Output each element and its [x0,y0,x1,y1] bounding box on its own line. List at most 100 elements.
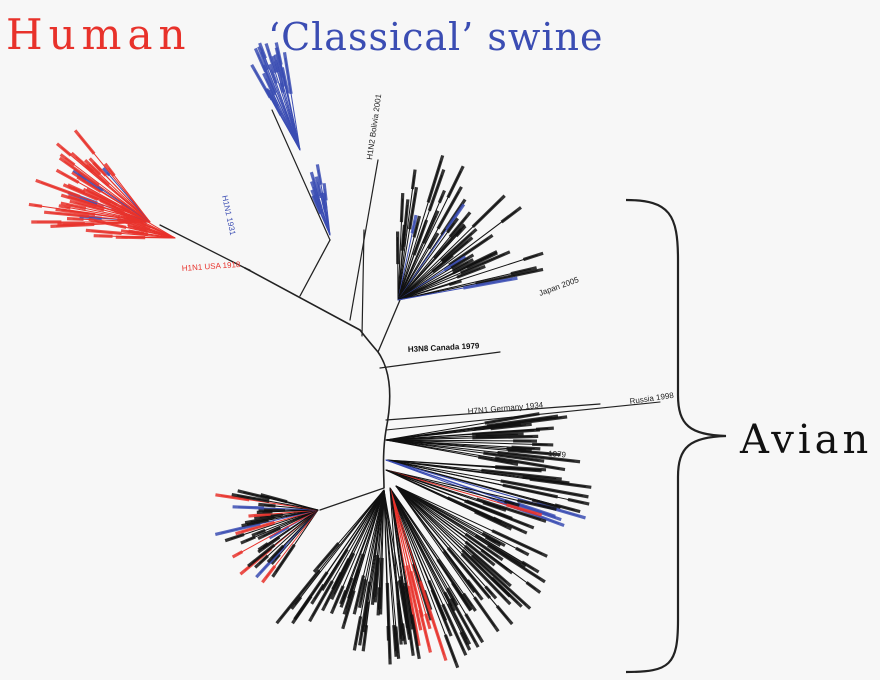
avian-fan-upper-leaf-label [446,217,459,234]
avian-fan-lower-leaf-label [293,571,329,621]
avian-fan-lower-leaf-label [373,557,381,603]
avian-fan-lower-left-leaf-label [253,512,283,520]
human-fan-upper-leaf-label [35,178,81,198]
avian-fan-lower-right-leaf-label [403,582,415,630]
avian-fan-mid-low2-leaf-label [482,501,507,512]
human-fan-upper-leaf-label [83,159,102,176]
avian-fan-lower-far-right-leaf [395,485,493,595]
avian-fan-upper-leaf-label [436,186,463,230]
avian-fan-lower-leaf [383,489,397,652]
human-fan-lower-leaf-label [99,198,125,214]
human-fan-upper-leaf-label [58,156,100,187]
human-fan-lower-leaf-label [127,222,147,232]
avian-fan-lower-leaf-label [370,554,380,605]
human-fan-upper-leaf-label [69,199,105,212]
avian-fan-lower-leaf-label [352,575,366,615]
avian-fan-mid-low2-leaf-label [517,498,557,511]
avian-fan-lower-left-leaf-label [235,520,275,536]
avian-fan-lower-right-leaf-label [418,609,433,653]
avian-fan-mid-low-leaf-label [500,479,589,499]
clade-fans [28,42,592,669]
avian-fan-lower-leaf-label [385,582,392,665]
human-fan-upper-leaf-label [28,202,43,208]
avian-fan-mid-leaf-label [475,432,524,438]
avian-fan-lower-far-right-leaf-label [521,560,540,574]
avian-fan-mid [385,412,581,472]
avian-fan-lower-left-leaf-label [241,518,269,528]
avian-fan-lower-leaf-label [376,587,382,616]
avian-fan-mid-leaf-label [483,451,545,463]
avian-fan-mid-low2-leaf [385,469,515,505]
avian-fan-lower-left-leaf-label [266,544,285,564]
avian-fan-upper-leaf-label [448,279,462,287]
human-fan-upper-leaf-label [55,207,96,217]
avian-fan-lower-leaf-label [330,552,356,600]
avian-fan-lower-left-leaf-label [240,535,256,545]
avian-fan-lower-right-leaf [389,487,481,638]
avian-fan-lower-far-right-leaf-label [463,544,512,588]
avian-fan-lower-left [214,489,319,584]
avian-fan-lower-left-leaf-label [248,512,271,518]
avian-fan-upper-leaf-label [471,194,506,229]
avian-fan-lower-left-leaf-label [231,492,270,503]
human-fan-lower-leaf [125,208,176,239]
human-fan-upper-leaf-label [57,221,85,226]
human-fan-upper-leaf-label [55,142,72,157]
stem-swine-top [271,109,331,241]
avian-fan-lower-left-leaf-label [256,510,273,514]
avian-fan-lower-leaf-label [275,569,321,625]
human-fan-upper-leaf-label [73,129,96,155]
swine-fan-top-leaf-label [257,46,270,71]
avian-fan-lower-right-leaf-label [430,589,453,637]
strain-label-h3n8-canada-1979: H3N8 Canada 1979 [408,341,481,354]
human-fan-upper [28,129,151,228]
swine-fan-top-leaf-label [279,82,286,93]
avian-fan-lower-leaf-label [347,553,365,600]
avian-fan-lower-left-leaf-label [271,543,296,578]
stem-avian-upper [377,299,401,353]
swine-fan-mid-leaf-label [310,189,323,214]
avian-fan-lower-left-leaf-label [270,553,281,565]
stem-human [159,224,246,269]
avian-fan-lower-far-right-leaf-label [525,581,542,594]
avian-fan-upper-leaf [397,210,517,301]
avian-fan-mid-leaf-label [472,434,539,440]
human-fan-lower-leaf-label [110,207,135,221]
stem-germany [385,403,601,421]
avian-fan-lower-left-leaf-label [251,528,266,537]
avian-fan-lower-right-leaf-label [449,597,480,648]
avian-fan-lower-right-leaf-label [441,603,468,656]
stem-human-swine [244,267,361,331]
avian-fan-upper-leaf-label [446,165,465,199]
swine-fan-top-leaf-label [253,47,268,73]
avian-fan-upper-leaf-label [510,266,538,276]
swine-fan-mid [309,164,331,236]
swine-fan-top-leaf-label [258,42,267,59]
human-fan-upper-leaf-label [72,168,104,192]
avian-fan-upper-leaf-label [475,267,544,286]
swine-fan-top-leaf-label [264,43,277,74]
avian-fan-lower-right-leaf-label [418,580,448,662]
human-fan-upper-leaf-label [88,157,108,177]
avian-fan-upper-leaf-label [431,254,454,274]
avian-fan-lower-leaf-label [392,624,398,657]
avian-fan-mid-low2-leaf-label [474,510,513,531]
stem-avian-lower-left [319,487,385,511]
avian-fan-lower-right-leaf [389,487,429,624]
avian-fan-mid-leaf [385,439,532,442]
avian-fan-upper-leaf-label [452,258,474,272]
avian-fan-lower-left-leaf-label [232,505,264,510]
avian-fan-upper-leaf-label [422,210,440,244]
avian-fan-lower-left-leaf-label [244,515,275,525]
swine-fan-mid-leaf-label [309,171,321,198]
avian-fan-mid-leaf-label [506,446,532,452]
avian-fan-mid-low2-leaf-label [492,516,528,535]
avian-fan-lower-leaf-label [312,542,340,573]
avian-fan-upper-leaf-label [426,154,445,203]
avian-fan-lower-far-right-leaf-label [484,585,498,600]
avian-fan-lower-leaf [342,489,385,599]
avian-fan-lower-left-leaf [230,509,319,540]
avian-fan-lower-far-right-leaf-label [491,529,548,558]
